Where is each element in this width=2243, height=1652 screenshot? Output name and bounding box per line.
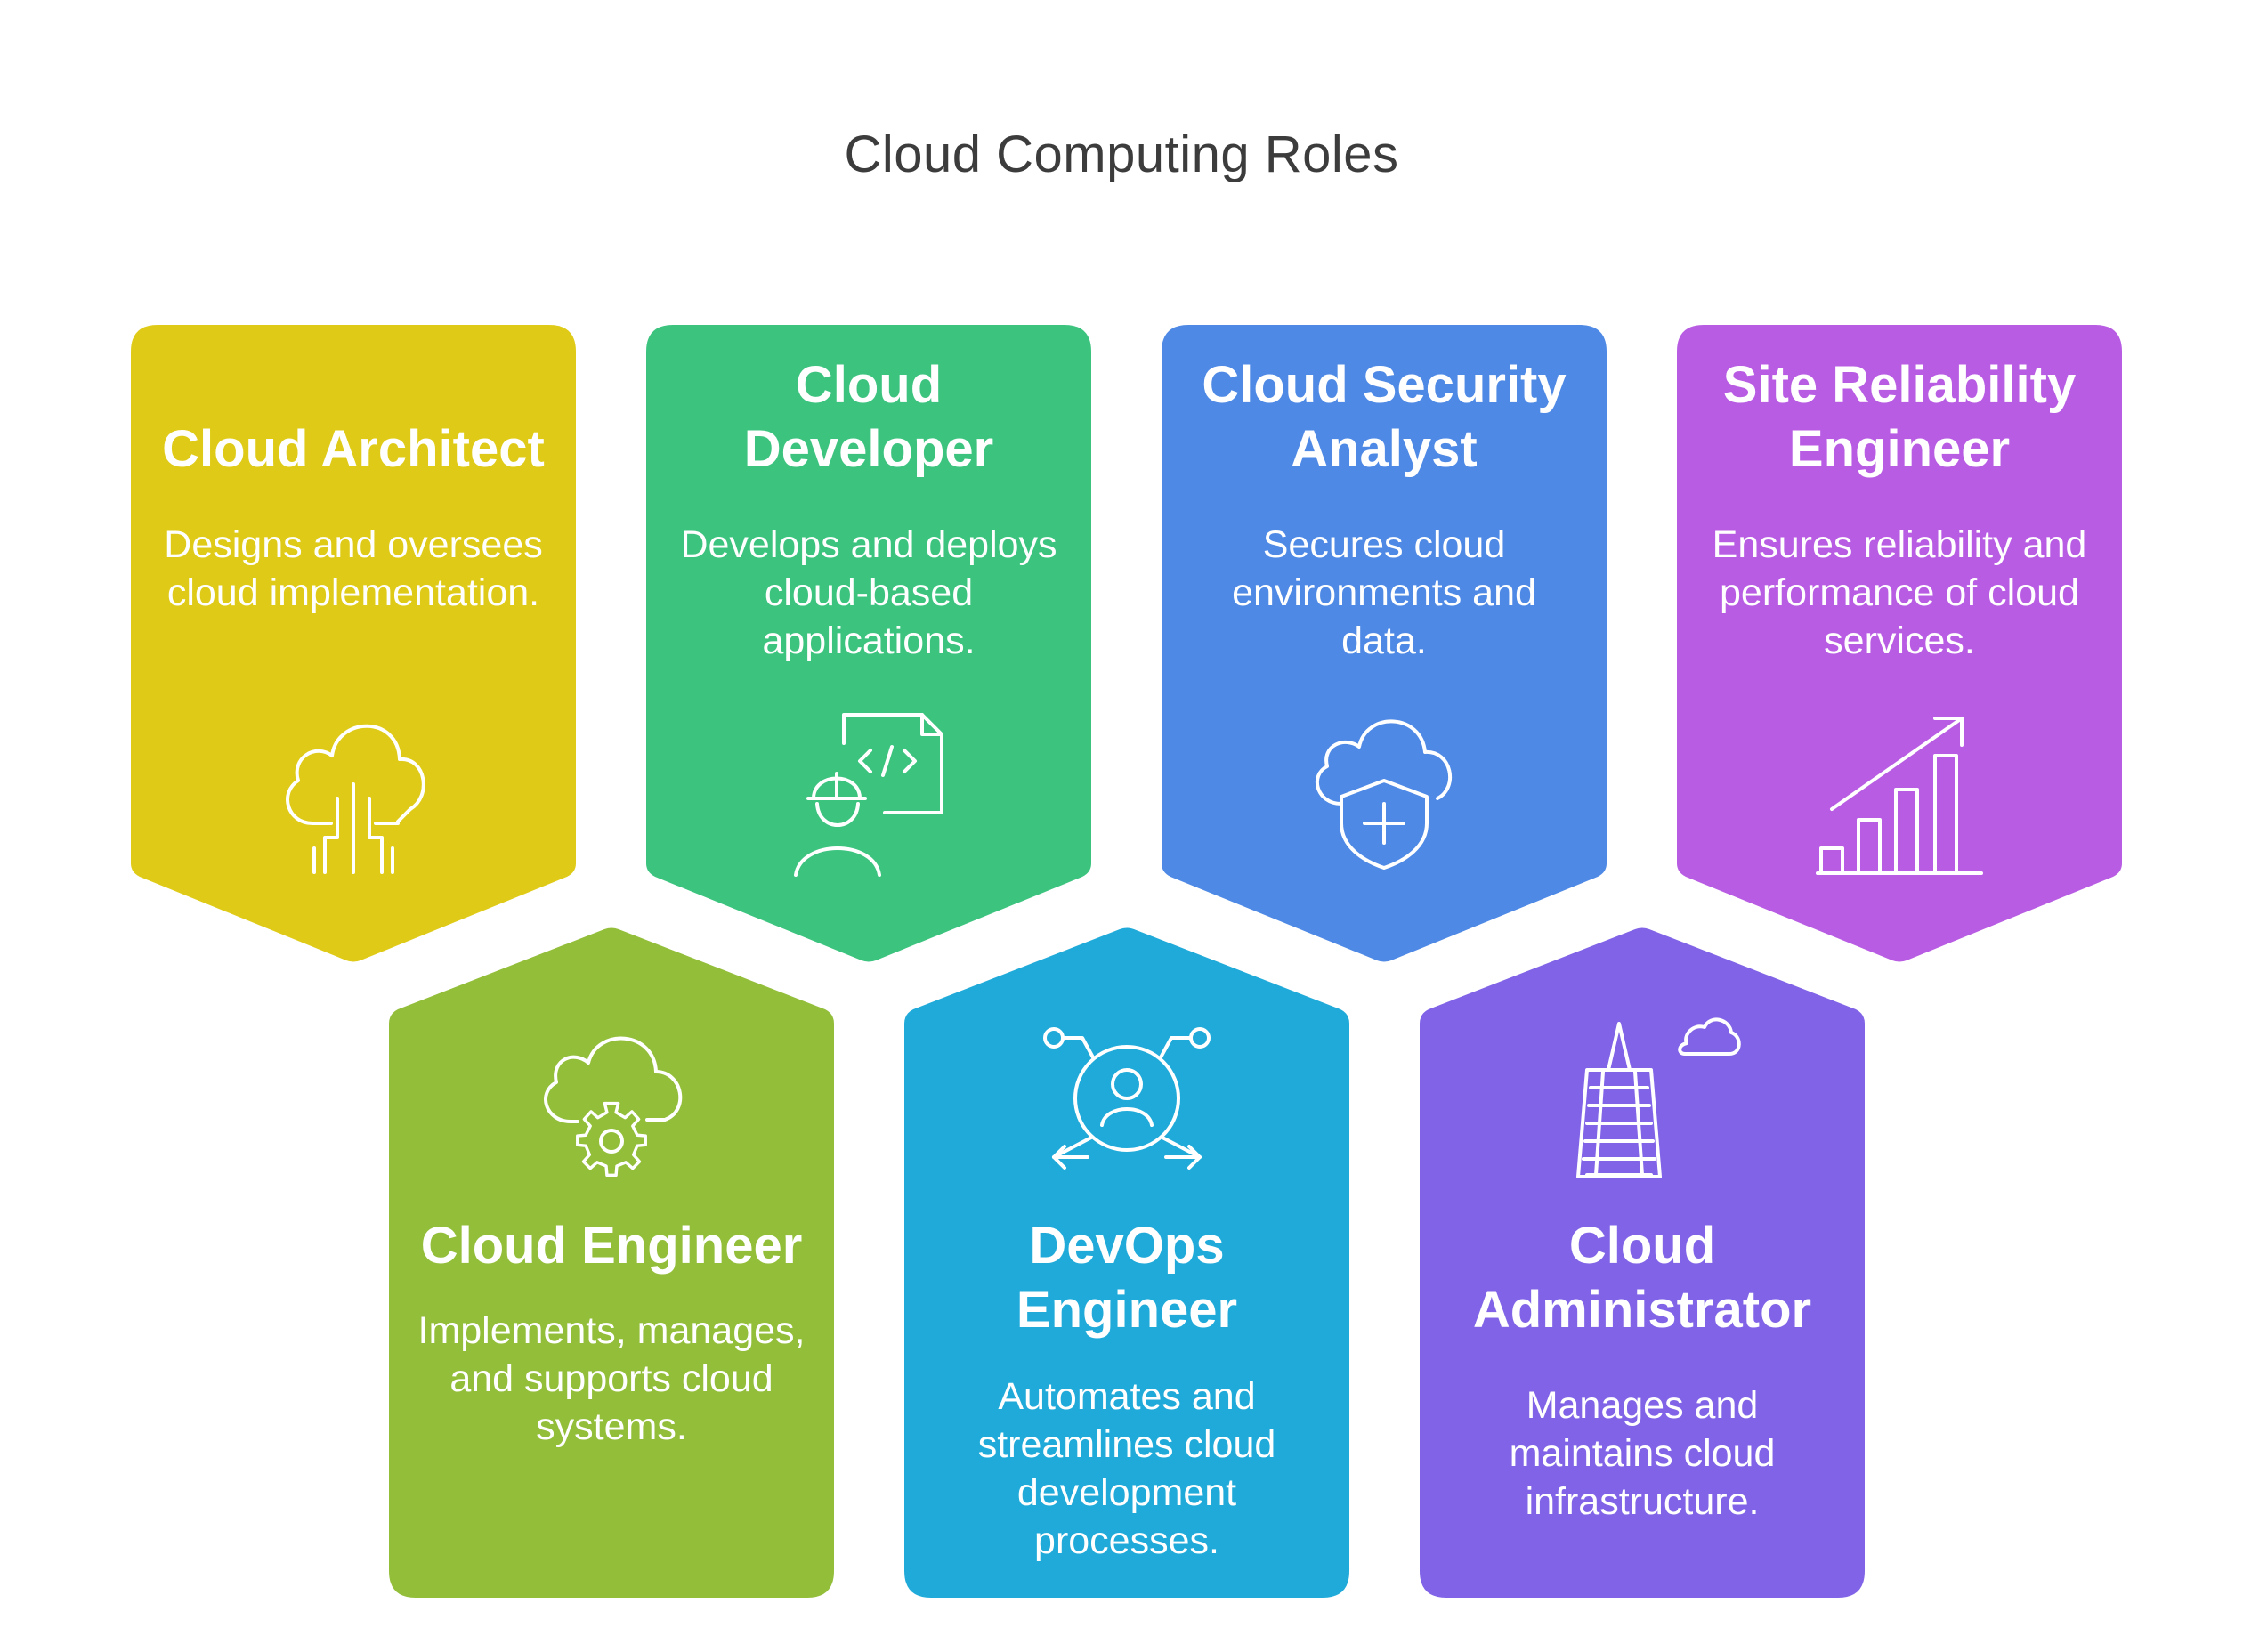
card-cloud-engineer: Cloud Engineer Implements, manages, and … [389, 927, 834, 1598]
card-cloud-developer: Cloud Developer Develops and deploys clo… [646, 325, 1091, 962]
role-description: Manages and maintains cloud infrastructu… [1509, 1384, 1776, 1523]
role-description: Implements, manages, and supports cloud … [417, 1309, 806, 1448]
card-shape [131, 325, 576, 962]
role-title: DevOps Engineer [1016, 1217, 1238, 1339]
card-cloud-administrator: Cloud Administrator Manages and maintain… [1420, 927, 1865, 1598]
user-network-icon [1038, 1016, 1216, 1194]
card-devops-engineer: DevOps Engineer Automates and streamline… [904, 927, 1349, 1598]
cloud-gear-icon [522, 1016, 700, 1194]
card-cloud-security-analyst: Cloud Security Analyst Secures cloud env… [1162, 325, 1607, 962]
cloud-shield-icon [1295, 699, 1473, 877]
card-shape [1677, 325, 2122, 962]
card-site-reliability-engineer: Site Reliability Engineer Ensures reliab… [1677, 325, 2122, 962]
role-title: Cloud Security Analyst [1202, 356, 1567, 478]
card-cloud-architect: Cloud Architect Designs and oversees clo… [131, 325, 576, 962]
role-title: Cloud Engineer [420, 1217, 803, 1275]
role-title: Site Reliability Engineer [1722, 356, 2077, 478]
role-title: Cloud Developer [743, 356, 994, 478]
role-description: Develops and deploys cloud-based applica… [680, 523, 1057, 662]
card-shape [1162, 325, 1607, 962]
role-description: Automates and streamlines cloud developm… [977, 1375, 1276, 1562]
card-shape [646, 325, 1091, 962]
role-description: Designs and oversees cloud implementatio… [164, 523, 543, 614]
card-shape [904, 927, 1349, 1598]
card-shape [389, 927, 834, 1598]
role-title: Cloud Architect [162, 420, 545, 478]
growth-chart-icon [1810, 699, 1988, 877]
cloud-circuit-icon [264, 699, 442, 877]
role-description: Secures cloud environments and data. [1232, 523, 1536, 662]
card-shape [1420, 927, 1865, 1598]
page-title: Cloud Computing Roles [844, 126, 1399, 183]
role-description: Ensures reliability and performance of c… [1712, 523, 2087, 662]
server-tower-cloud-icon [1553, 1016, 1741, 1194]
role-title: Cloud Administrator [1472, 1217, 1812, 1339]
developer-code-icon [780, 699, 958, 877]
